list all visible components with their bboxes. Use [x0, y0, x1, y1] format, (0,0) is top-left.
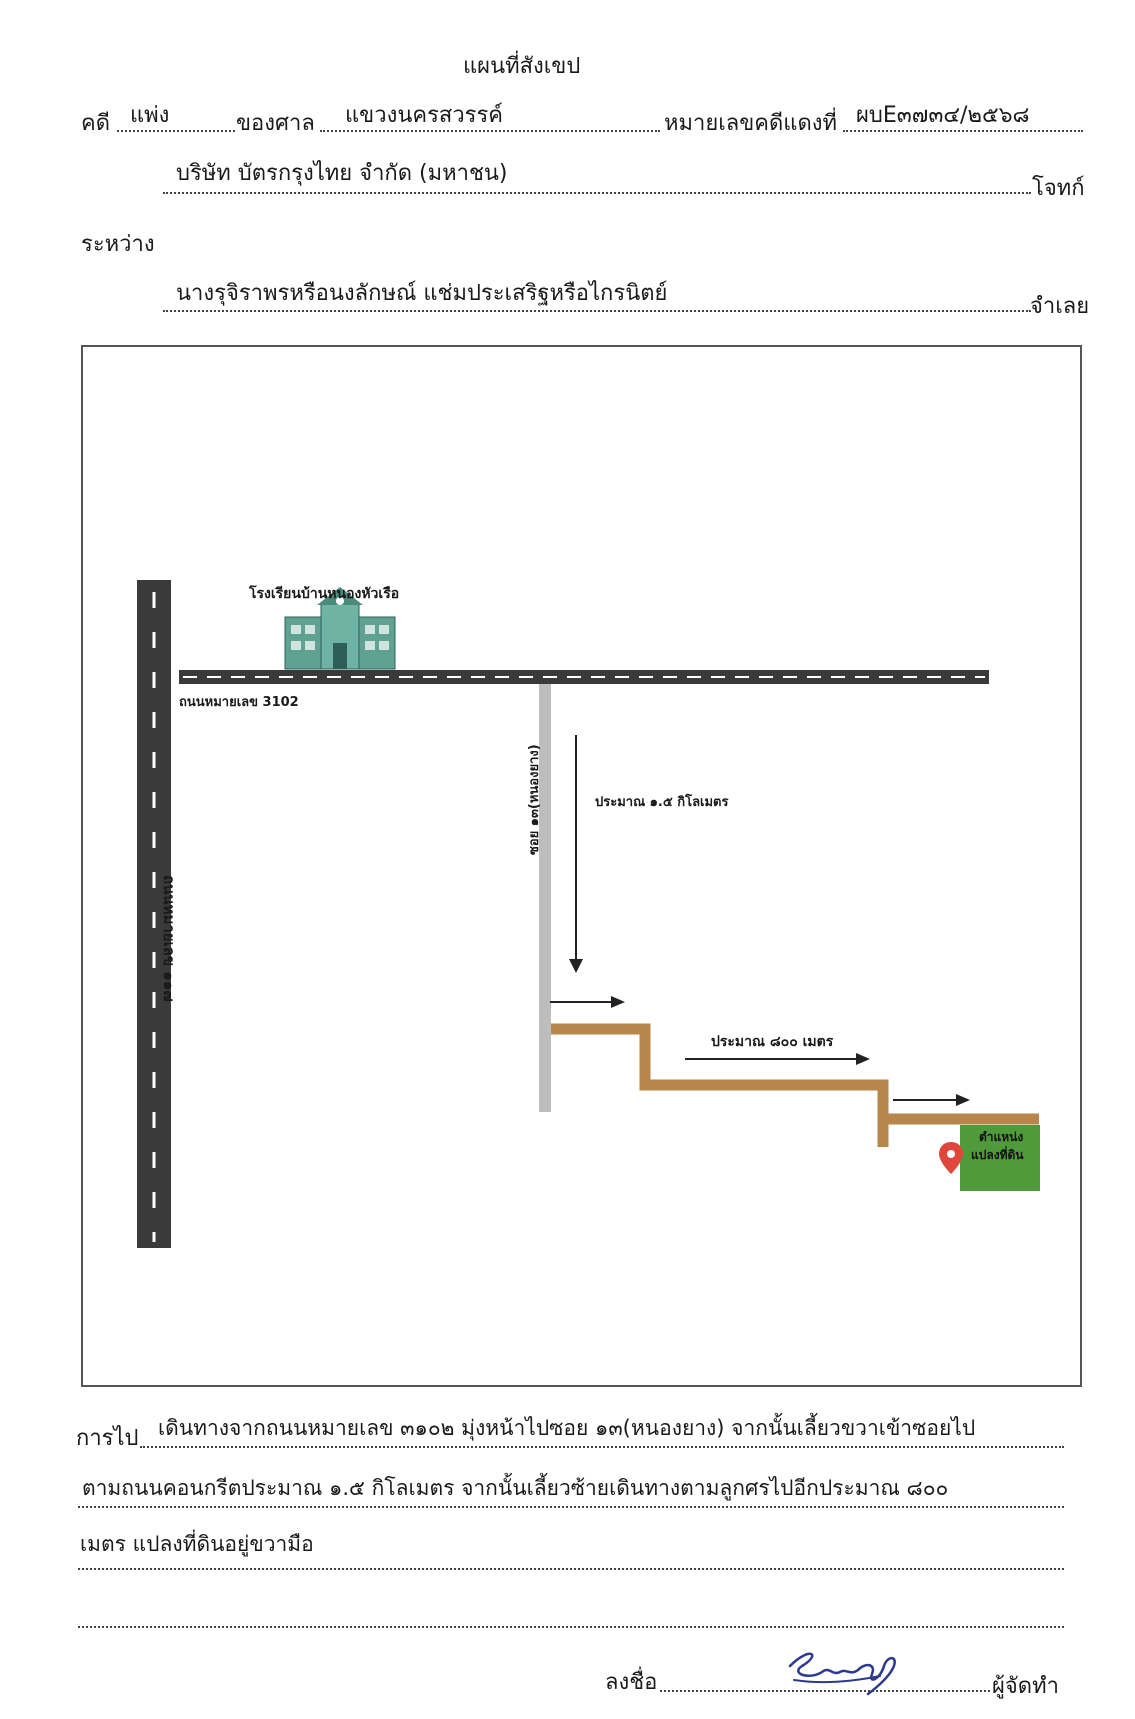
- signature-mark: [788, 1652, 896, 1696]
- down-arrow-head: [569, 959, 583, 973]
- red-no-label: หมายเลขคดีแดงที่: [664, 111, 838, 136]
- defendant-name: นางรุจิราพรหรือนงลักษณ์ แช่มประเสริฐหรือ…: [176, 281, 668, 306]
- school-label: โรงเรียนบ้านหนองหัวเรือ: [249, 586, 400, 602]
- directions-line-2: ตามถนนคอนกรีตประมาณ ๑.๕ กิโลเมตร จากนั้น…: [82, 1476, 949, 1500]
- case-type-dots: [117, 130, 235, 132]
- role-label: ผู้จัดทำ: [992, 1674, 1059, 1699]
- red-no-value: ผบE๓๗๓๔/๒๕๖๘: [856, 103, 1030, 128]
- directions-dots-4: [78, 1626, 1064, 1628]
- between-label: ระหว่าง: [81, 232, 155, 257]
- school-icon: [284, 587, 396, 670]
- right-arrow-3-head: [956, 1094, 970, 1106]
- concrete-path: [551, 1023, 1039, 1125]
- court-label: ของศาล: [236, 111, 315, 136]
- directions-dots-3: [78, 1568, 1064, 1570]
- sketch-map: โรงเรียนบ้านหนองหัวเรือ ถนนหมายเลข 3102 …: [81, 345, 1082, 1387]
- map-drawing: [137, 580, 1040, 1248]
- soi-13-road: [539, 684, 551, 1112]
- directions-line-3: เมตร แปลงที่ดินอยู่ขวามือ: [80, 1532, 314, 1556]
- sign-label: ลงชื่อ: [605, 1670, 658, 1695]
- court-name-value: แขวงนครสวรรค์: [345, 103, 504, 128]
- road-3102: [179, 670, 989, 684]
- directions-dots-1: [140, 1446, 1064, 1448]
- case-type-value: แพ่ง: [130, 103, 170, 128]
- distance-1-label: ประมาณ ๑.๕ กิโลเมตร: [595, 795, 729, 810]
- plaintiff-dots: [163, 192, 1031, 194]
- right-arrow-2-head: [856, 1053, 870, 1065]
- distance-2-label: ประมาณ ๘๐๐ เมตร: [711, 1034, 834, 1050]
- directions-dots-2: [78, 1506, 1064, 1508]
- directions-line-1: เดินทางจากถนนหมายเลข ๓๑๐๒ มุ่งหน้าไปซอย …: [158, 1416, 976, 1440]
- red-no-dots: [843, 130, 1083, 132]
- road-3102-label: ถนนหมายเลข 3102: [179, 695, 299, 710]
- defendant-label: จำเลย: [1030, 294, 1090, 319]
- directions-label: การไป: [76, 1426, 139, 1451]
- court-dots: [320, 130, 660, 132]
- plaintiff-label: โจทก์: [1032, 176, 1085, 201]
- land-plot: [960, 1125, 1040, 1191]
- case-label: คดี: [81, 111, 111, 136]
- plaintiff-name: บริษัท บัตรกรุงไทย จำกัด (มหาชน): [176, 161, 508, 186]
- soi-13-label: ซอย ๑๓(หนองยาง): [527, 744, 542, 855]
- sign-dots: [660, 1690, 990, 1692]
- defendant-dots: [163, 310, 1031, 312]
- page-title: แผนที่สังเขป: [463, 54, 581, 79]
- plot-label-line2: แปลงที่ดิน: [971, 1148, 1024, 1162]
- right-arrow-1-head: [611, 996, 625, 1008]
- plot-label-line1: ตำแหน่ง: [979, 1130, 1024, 1144]
- highway-117-label: ถนนหมายเลข ๑๑๗: [160, 875, 178, 1002]
